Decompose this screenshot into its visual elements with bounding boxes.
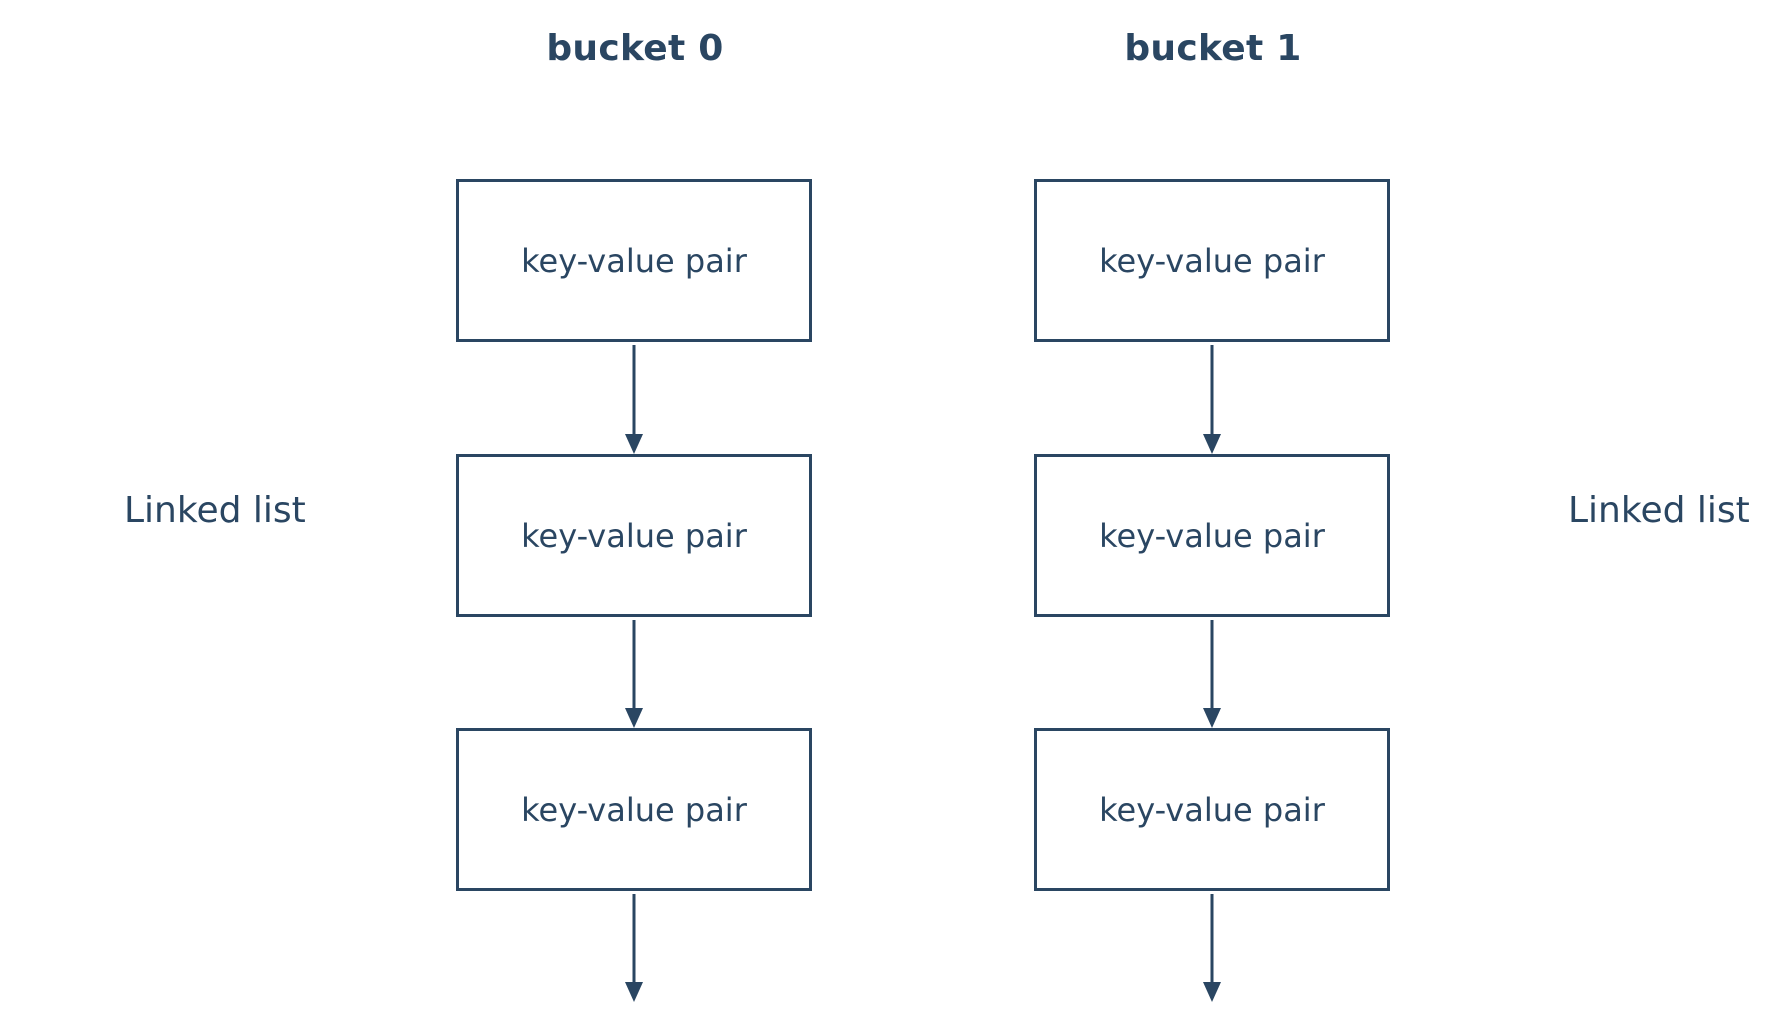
arrowhead (1203, 982, 1221, 1002)
bucket-0-node-2: key-value pair (456, 454, 812, 617)
bucket-0-node-3: key-value pair (456, 728, 812, 891)
arrowhead (1203, 708, 1221, 728)
bucket-0-node-1: key-value pair (456, 179, 812, 342)
bucket-0-title: bucket 0 (546, 28, 724, 69)
arrowhead (625, 708, 643, 728)
arrowhead (625, 434, 643, 454)
bucket-1-title: bucket 1 (1124, 28, 1302, 69)
bucket-1-linked-list-label: Linked list (1568, 490, 1750, 531)
bucket-0-linked-list-label: Linked list (124, 490, 306, 531)
arrowhead (1203, 434, 1221, 454)
bucket-1-node-1: key-value pair (1034, 179, 1390, 342)
bucket-1-node-3: key-value pair (1034, 728, 1390, 891)
bucket-1-node-2: key-value pair (1034, 454, 1390, 617)
arrowhead (625, 982, 643, 1002)
